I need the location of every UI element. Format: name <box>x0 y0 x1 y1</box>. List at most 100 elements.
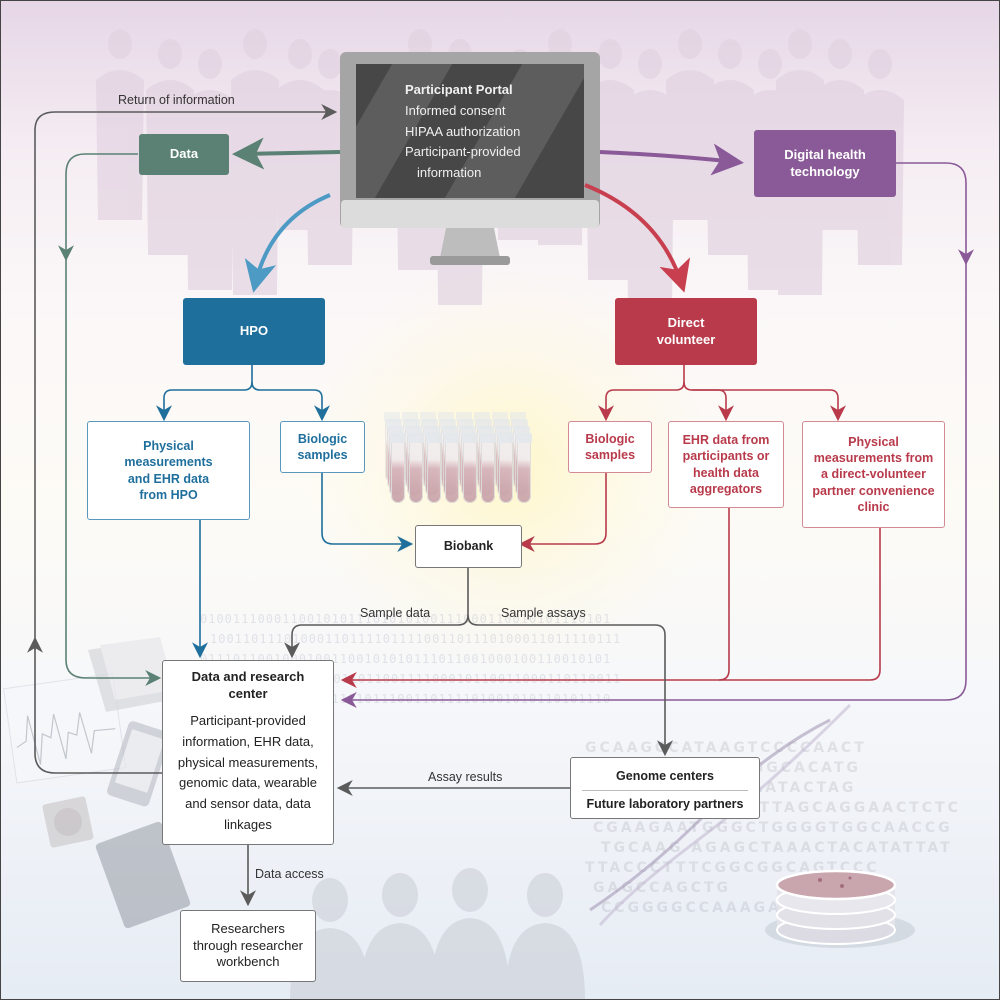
dv-branch-lines <box>598 365 685 422</box>
petri-dish-small-icon <box>42 796 94 848</box>
drc-description: Participant-provided information, EHR da… <box>177 713 319 832</box>
portal-to-data-arrow <box>232 137 341 170</box>
data-access-label: Data access <box>255 867 324 881</box>
crowd-person-head <box>408 29 432 59</box>
crowd-person-head <box>288 39 312 69</box>
ecg-chart-icon <box>3 672 127 784</box>
crowd-person-head <box>108 29 132 59</box>
crowd-person-head <box>828 39 852 69</box>
data-to-drc-arrow <box>65 153 162 686</box>
digital-health-label: Digital health technology <box>784 146 866 179</box>
researchers-node[interactable]: Researchers through researcher workbench <box>180 910 316 982</box>
biobank-label: Biobank <box>443 539 494 554</box>
hpo-label: HPO <box>239 323 269 339</box>
crowd-person-head <box>638 49 662 79</box>
sample-data-arrow <box>284 568 469 659</box>
crowd-person-head <box>243 29 267 59</box>
test-tube <box>480 433 496 503</box>
crowd-person-head <box>678 29 702 59</box>
assay-results-label: Assay results <box>428 770 503 784</box>
portal-item-consent: Informed consent <box>405 102 506 118</box>
dna-sequence-row: CCGGGGCCAAAGA <box>601 900 782 916</box>
dv-to-ehr-arrow <box>683 381 734 422</box>
petri-dish-stack-icon <box>765 869 915 948</box>
dv-ehr-line <box>718 508 730 681</box>
future-labs-label: Future laboratory partners <box>586 796 744 811</box>
digital-health-node[interactable]: Digital health technology <box>754 130 896 197</box>
direct-volunteer-label: Direct volunteer <box>656 314 716 347</box>
crowd-person-head <box>718 39 742 69</box>
digital-health-to-drc-arrow <box>340 162 967 708</box>
crowd-person-head <box>548 29 572 59</box>
researcher-silhouette-head <box>312 878 348 922</box>
direct-volunteer-node[interactable]: Direct volunteer <box>615 298 757 365</box>
dna-sequence-row: CGAAGAATGGGCTGGGGTGGCAACCG <box>593 820 953 836</box>
crowd-person-head <box>158 39 182 69</box>
test-tube <box>426 433 442 503</box>
genome-centers-label: Genome centers <box>582 764 748 791</box>
crowd-person-body <box>96 70 144 220</box>
crowd-person-head <box>868 49 892 79</box>
hpo-physical-measurements-node[interactable]: Physical measurements and EHR data from … <box>87 421 250 520</box>
drc-title: Data and research center <box>191 669 305 702</box>
crowd-person-head <box>318 49 342 79</box>
binary-row: 0100111000110010101110101010011100011001… <box>200 612 612 626</box>
dv-biologic-label: Biologic samples <box>584 431 636 462</box>
hpo-to-biologic-arrow <box>251 381 330 422</box>
portal-to-digital-health-arrow <box>599 143 744 176</box>
dv-ehr-data-node[interactable]: EHR data from participants or health dat… <box>668 421 784 508</box>
portal-to-direct-volunteer-arrow <box>584 183 691 293</box>
test-tube <box>408 433 424 503</box>
test-tube <box>498 433 514 503</box>
sample-assays-label: Sample assays <box>501 606 586 620</box>
hpo-branch-lines <box>156 365 253 422</box>
smartphone-icon <box>107 721 171 807</box>
test-tube <box>462 433 478 503</box>
dna-sequence-row: GCAAGCCATAAGTCCCCAACT <box>585 740 867 756</box>
sample-data-label: Sample data <box>360 606 431 620</box>
data-research-center-node[interactable]: Data and research center Participant-pro… <box>162 660 334 845</box>
crowd-person-head <box>598 39 622 69</box>
monitor-screen <box>356 64 584 198</box>
crowd-person-body <box>231 70 279 295</box>
crowd-person-body <box>666 70 714 220</box>
crowd-person-head <box>788 29 812 59</box>
hpo-physical-label: Physical measurements and EHR data from … <box>124 439 213 502</box>
researcher-silhouette-head <box>527 873 563 917</box>
dv-biologic-samples-node[interactable]: Biologic samples <box>568 421 652 473</box>
hpo-node[interactable]: HPO <box>183 298 325 365</box>
crowd-person-head <box>198 49 222 79</box>
hpo-biologic-to-biobank-arrow <box>321 470 414 552</box>
test-tube <box>390 433 406 503</box>
participant-portal[interactable]: Participant Portal Informed consent HIPA… <box>405 80 521 184</box>
return-of-information-label: Return of information <box>118 93 235 107</box>
portal-title: Participant Portal <box>405 82 513 97</box>
return-of-information-arrow <box>34 104 338 774</box>
dv-physical-measurements-node[interactable]: Physical measurements from a direct-volu… <box>802 421 945 528</box>
dv-biologic-to-biobank-arrow <box>518 470 607 552</box>
dv-to-drc-arrow <box>340 528 881 688</box>
portal-item-participant-info-cont: information <box>417 165 482 181</box>
portal-item-participant-info: Participant-provided <box>405 144 521 160</box>
researchers-label: Researchers through researcher workbench <box>193 920 303 970</box>
researcher-silhouette-head <box>382 873 418 917</box>
test-tube <box>444 433 460 503</box>
hpo-biologic-label: Biologic samples <box>297 431 348 462</box>
dv-to-physical-arrow <box>692 389 846 422</box>
biobank-node[interactable]: Biobank <box>415 525 522 568</box>
data-node[interactable]: Data <box>139 134 229 175</box>
data-node-label: Data <box>169 146 199 162</box>
crowd-person-head <box>758 49 782 79</box>
binary-row: 1001101110100011011110111100110111010001… <box>210 632 622 646</box>
researcher-silhouette-body <box>505 923 585 1000</box>
researcher-silhouette-body <box>360 923 440 1000</box>
sample-assays-arrow <box>467 614 673 757</box>
researcher-silhouette-body <box>430 918 510 1000</box>
hpo-biologic-samples-node[interactable]: Biologic samples <box>280 421 365 473</box>
genome-centers-node[interactable]: Genome centers Future laboratory partner… <box>570 757 760 819</box>
dv-ehr-label: EHR data from participants or health dat… <box>682 433 770 496</box>
portal-to-hpo-arrow <box>244 193 331 293</box>
dna-sequence-row: TGCAAG AGAGCTAAACTACATATTAT <box>601 840 953 856</box>
